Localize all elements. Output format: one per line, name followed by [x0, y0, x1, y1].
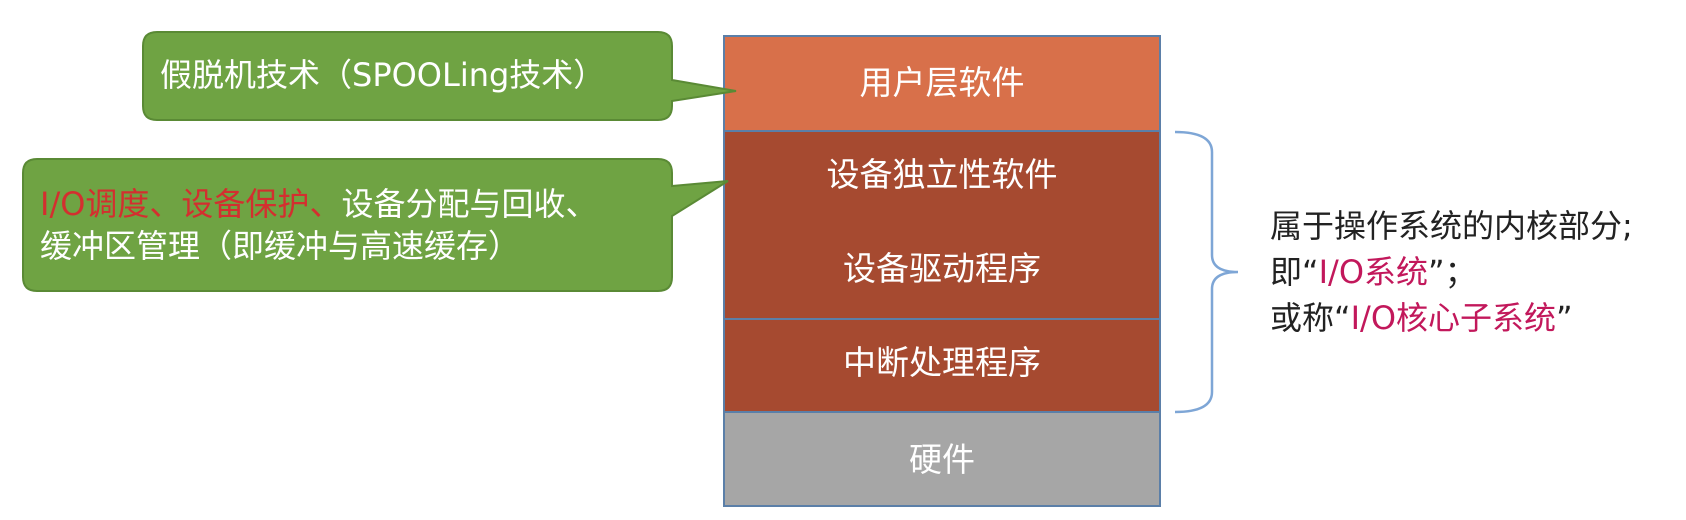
side-note-line3-prefix: 或称“ [1270, 299, 1351, 337]
io-scheduling-text: I/O调度、 [40, 185, 182, 223]
callout-bottom-line1: I/O调度、设备保护、设备分配与回收、 [40, 183, 597, 225]
right-brace [1174, 130, 1239, 414]
kernel-layer-box-lower [723, 318, 1161, 413]
callout-top-text: 假脱机技术（SPOOLing技术） [160, 56, 606, 94]
hardware-label: 硬件 [909, 440, 975, 479]
side-note-line2-prefix: 即“ [1270, 253, 1319, 291]
callout-bottom-shape [22, 158, 729, 292]
user-layer-label: 用户层软件 [859, 63, 1025, 102]
user-layer-box [723, 35, 1161, 132]
callout-top-shape [142, 31, 737, 121]
io-core-subsystem-text: I/O核心子系统 [1350, 299, 1557, 337]
device-driver-label: 设备驱动程序 [843, 249, 1041, 288]
separator-text: 、 [309, 185, 342, 223]
hardware-layer-box [723, 411, 1161, 507]
side-note-line3-suffix: ” [1556, 299, 1573, 337]
device-allocation-text: 设备分配与回收、 [341, 185, 598, 223]
side-note-line1: 属于操作系统的内核部分; [1270, 207, 1633, 245]
side-note-line2-suffix: ”； [1428, 253, 1477, 291]
side-note-line2: 即“I/O系统”； [1270, 249, 1633, 295]
device-protection-text: 设备保护 [181, 185, 310, 223]
io-system-text: I/O系统 [1318, 253, 1429, 291]
side-note-line3: 或称“I/O核心子系统” [1270, 295, 1633, 341]
callout-bottom-line2: 缓冲区管理（即缓冲与高速缓存） [40, 227, 521, 265]
side-note: 属于操作系统的内核部分; 即“I/O系统”； 或称“I/O核心子系统” [1270, 203, 1633, 341]
interrupt-handler-label: 中断处理程序 [843, 343, 1041, 382]
kernel-layer-box-upper [723, 130, 1161, 320]
device-independent-label: 设备独立性软件 [826, 155, 1058, 194]
